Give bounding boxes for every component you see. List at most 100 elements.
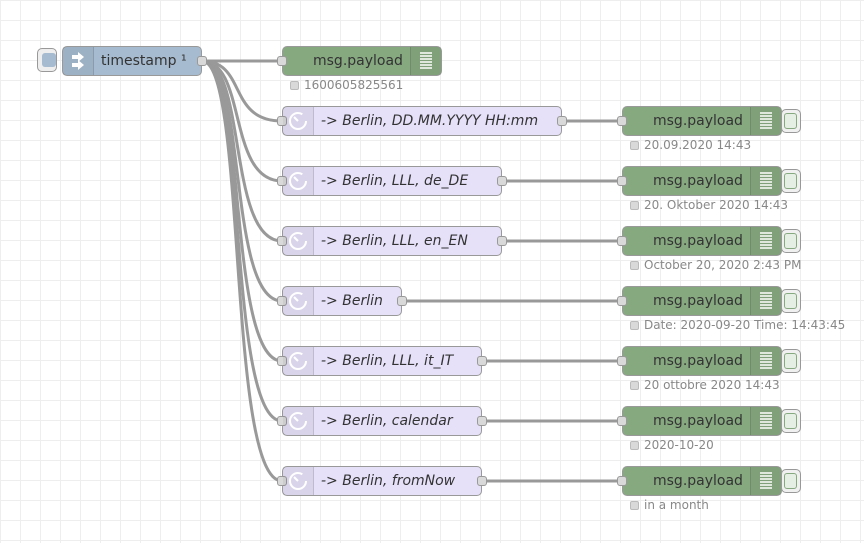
status-dot-icon xyxy=(630,381,639,390)
moment-node-label: -> Berlin, fromNow xyxy=(321,473,456,489)
debug-node[interactable]: msg.payload xyxy=(617,286,801,316)
status-dot-icon xyxy=(630,261,639,270)
moment-node-label: -> Berlin xyxy=(321,293,383,309)
moment-node[interactable]: -> Berlin, fromNow xyxy=(277,466,487,496)
debug-status: 20. Oktober 2020 14:43 xyxy=(630,198,788,212)
debug-input-port[interactable] xyxy=(617,296,627,306)
debug-status-text: 1600605825561 xyxy=(304,78,404,92)
debug-icon-box xyxy=(750,467,781,495)
debug-input-port[interactable] xyxy=(617,236,627,246)
debug-status: in a month xyxy=(630,498,709,512)
moment-icon-box xyxy=(283,167,314,195)
debug-status: Date: 2020-09-20 Time: 14:43:45 xyxy=(630,318,845,332)
clock-icon xyxy=(289,412,307,430)
clock-icon xyxy=(289,352,307,370)
moment-output-port[interactable] xyxy=(557,116,567,126)
inject-icon-box xyxy=(63,47,94,75)
debug-input-port[interactable] xyxy=(617,476,627,486)
debug-list-icon xyxy=(760,112,772,129)
moment-node[interactable]: -> Berlin, DD.MM.YYYY HH:mm xyxy=(277,106,567,136)
debug-status-text: Date: 2020-09-20 Time: 14:43:45 xyxy=(644,318,846,332)
debug-list-icon xyxy=(760,412,772,429)
debug-node-label: msg.payload xyxy=(653,353,743,369)
debug-input-port[interactable] xyxy=(277,56,287,66)
moment-input-port[interactable] xyxy=(277,176,287,186)
moment-input-port[interactable] xyxy=(277,236,287,246)
debug-icon-box xyxy=(750,407,781,435)
moment-node-label: -> Berlin, DD.MM.YYYY HH:mm xyxy=(321,113,539,129)
clock-icon xyxy=(289,292,307,310)
debug-status: 20.09.2020 14:43 xyxy=(630,138,751,152)
debug-list-icon xyxy=(760,292,772,309)
debug-node-label: msg.payload xyxy=(653,173,743,189)
moment-output-port[interactable] xyxy=(477,416,487,426)
moment-output-port[interactable] xyxy=(477,476,487,486)
debug-status-text: October 20, 2020 2:43 PM xyxy=(644,258,802,272)
debug-status: October 20, 2020 2:43 PM xyxy=(630,258,801,272)
moment-input-port[interactable] xyxy=(277,116,287,126)
debug-node[interactable]: msg.payload xyxy=(617,166,801,196)
debug-icon-box xyxy=(750,227,781,255)
wire[interactable] xyxy=(201,59,283,483)
debug-input-port[interactable] xyxy=(617,116,627,126)
debug-list-icon xyxy=(420,52,432,69)
moment-input-port[interactable] xyxy=(277,416,287,426)
debug-status-text: in a month xyxy=(644,498,709,512)
debug-node-label: msg.payload xyxy=(653,293,743,309)
debug-icon-box xyxy=(750,107,781,135)
clock-icon xyxy=(289,472,307,490)
moment-icon-box xyxy=(283,347,314,375)
moment-icon-box xyxy=(283,107,314,135)
status-dot-icon xyxy=(290,81,299,90)
moment-node[interactable]: -> Berlin, calendar xyxy=(277,406,487,436)
debug-status: 20 ottobre 2020 14:43 xyxy=(630,378,780,392)
moment-node[interactable]: -> Berlin, LLL, de_DE xyxy=(277,166,507,196)
moment-output-port[interactable] xyxy=(497,236,507,246)
debug-input-port[interactable] xyxy=(617,176,627,186)
moment-output-port[interactable] xyxy=(397,296,407,306)
debug-status: 2020-10-20 xyxy=(630,438,714,452)
debug-input-port[interactable] xyxy=(617,416,627,426)
debug-icon-box xyxy=(750,287,781,315)
wire[interactable] xyxy=(201,59,283,183)
moment-icon-box xyxy=(283,407,314,435)
clock-icon xyxy=(289,112,307,130)
debug-node[interactable]: msg.payload xyxy=(617,466,801,496)
debug-node[interactable]: msg.payload xyxy=(617,226,801,256)
debug-node-label: msg.payload xyxy=(653,473,743,489)
moment-node-label: -> Berlin, LLL, en_EN xyxy=(321,233,468,249)
debug-list-icon xyxy=(760,352,772,369)
inject-node-label: timestamp ¹ xyxy=(101,53,187,69)
moment-node-label: -> Berlin, LLL, de_DE xyxy=(321,173,469,189)
debug-icon-box xyxy=(750,167,781,195)
moment-input-port[interactable] xyxy=(277,356,287,366)
inject-node[interactable]: timestamp ¹ xyxy=(62,46,207,76)
debug-node[interactable]: msg.payload xyxy=(617,346,801,376)
debug-node-label: msg.payload xyxy=(653,413,743,429)
inject-output-port[interactable] xyxy=(197,56,207,66)
moment-node[interactable]: -> Berlin, LLL, it_IT xyxy=(277,346,487,376)
moment-input-port[interactable] xyxy=(277,476,287,486)
moment-output-port[interactable] xyxy=(497,176,507,186)
moment-output-port[interactable] xyxy=(477,356,487,366)
status-dot-icon xyxy=(630,201,639,210)
moment-node[interactable]: -> Berlin, LLL, en_EN xyxy=(277,226,507,256)
debug-node[interactable]: msg.payload xyxy=(617,106,801,136)
debug-node[interactable]: msg.payload xyxy=(617,406,801,436)
status-dot-icon xyxy=(630,141,639,150)
inject-trigger-icon xyxy=(42,53,56,67)
inject-arrow-icon xyxy=(72,52,84,70)
debug-node-label: msg.payload xyxy=(653,233,743,249)
inject-trigger-button[interactable] xyxy=(37,48,57,72)
debug-status-text: 2020-10-20 xyxy=(644,438,714,452)
debug-status-text: 20 ottobre 2020 14:43 xyxy=(644,378,780,392)
moment-node[interactable]: -> Berlin xyxy=(277,286,407,316)
debug-list-icon xyxy=(760,472,772,489)
moment-input-port[interactable] xyxy=(277,296,287,306)
wire[interactable] xyxy=(201,59,283,123)
debug-node-payload[interactable]: msg.payload xyxy=(277,46,442,76)
debug-input-port[interactable] xyxy=(617,356,627,366)
debug-list-icon xyxy=(760,232,772,249)
status-dot-icon xyxy=(630,321,639,330)
